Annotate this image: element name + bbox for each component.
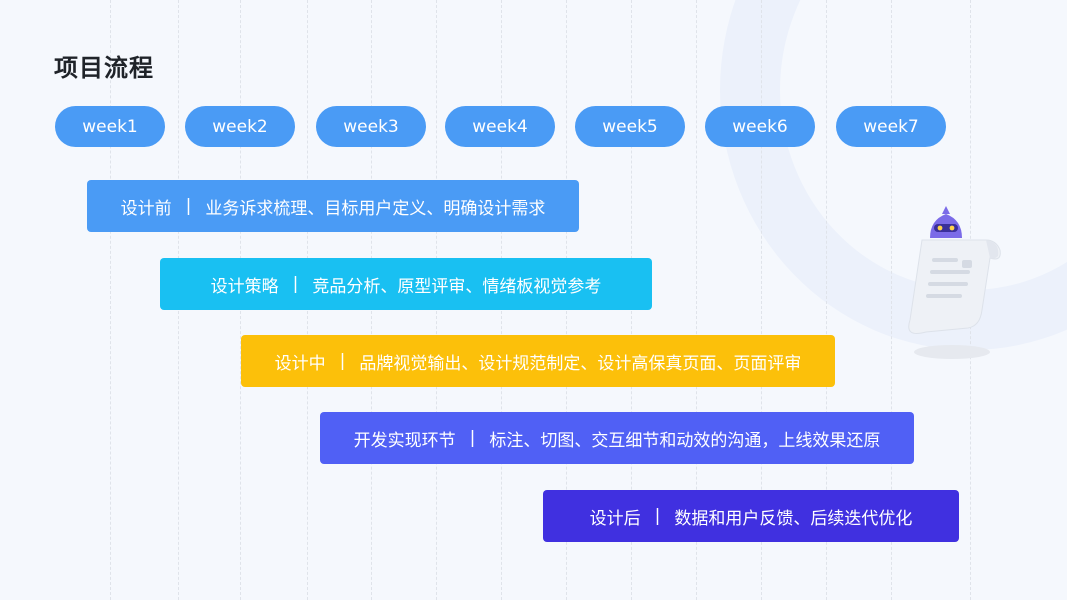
separator: |	[340, 351, 346, 371]
week-pill: week5	[575, 106, 685, 147]
phase-bar: 设计中 | 品牌视觉输出、设计规范制定、设计高保真页面、页面评审	[241, 335, 835, 387]
phase-name: 设计中	[275, 349, 326, 374]
document-robot-mascot-icon	[890, 200, 1010, 370]
phase-name: 设计策略	[211, 272, 279, 297]
week-pill: week4	[445, 106, 555, 147]
phase-bar: 设计前 | 业务诉求梳理、目标用户定义、明确设计需求	[87, 180, 579, 232]
phase-bar: 设计策略 | 竞品分析、原型评审、情绪板视觉参考	[160, 258, 652, 310]
separator: |	[470, 428, 476, 448]
phase-detail: 标注、切图、交互细节和动效的沟通，上线效果还原	[489, 426, 880, 451]
phase-name: 设计前	[121, 194, 172, 219]
phase-detail: 竞品分析、原型评审、情绪板视觉参考	[312, 272, 601, 297]
separator: |	[186, 196, 192, 216]
week-pill: week7	[836, 106, 946, 147]
separator: |	[293, 274, 299, 294]
phase-name: 开发实现环节	[354, 426, 456, 451]
week-pill: week3	[316, 106, 426, 147]
phase-bar: 设计后 | 数据和用户反馈、后续迭代优化	[543, 490, 959, 542]
phase-name: 设计后	[590, 504, 641, 529]
week-pill: week2	[185, 106, 295, 147]
separator: |	[655, 506, 661, 526]
week-pill: week6	[705, 106, 815, 147]
phase-bar: 开发实现环节 | 标注、切图、交互细节和动效的沟通，上线效果还原	[320, 412, 914, 464]
phase-detail: 品牌视觉输出、设计规范制定、设计高保真页面、页面评审	[359, 349, 801, 374]
phase-detail: 数据和用户反馈、后续迭代优化	[674, 504, 912, 529]
page-title: 项目流程	[54, 48, 154, 83]
phase-detail: 业务诉求梳理、目标用户定义、明确设计需求	[205, 194, 545, 219]
week-pill: week1	[55, 106, 165, 147]
grid-line	[110, 0, 111, 600]
